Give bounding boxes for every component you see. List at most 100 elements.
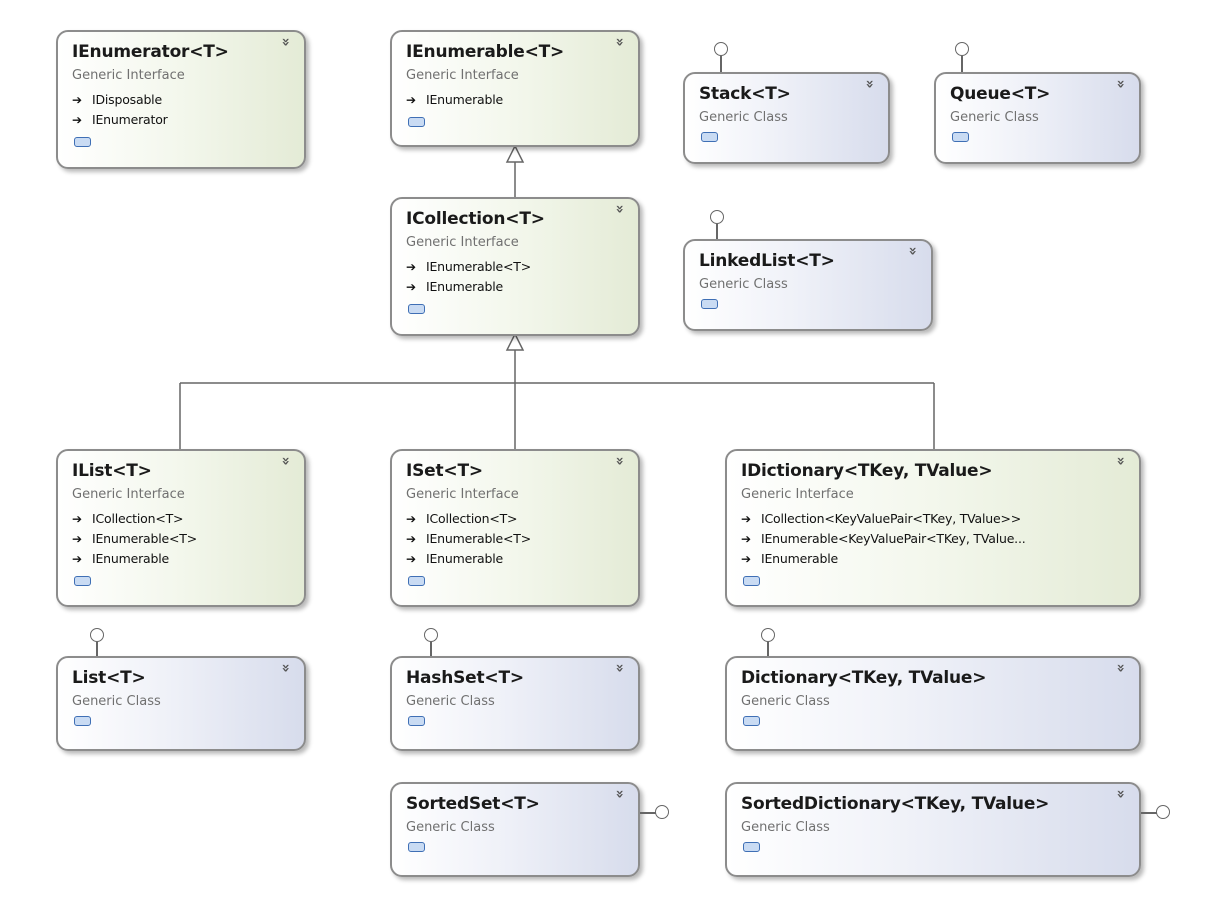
lollipop-stem (961, 56, 963, 72)
chevron-double-down-icon[interactable]: » (1112, 456, 1129, 466)
implements-item: ➔IEnumerable<T> (406, 257, 624, 277)
arrow-right-icon: ➔ (406, 512, 416, 526)
node-kind: Generic Class (741, 694, 830, 709)
members-icon[interactable] (408, 117, 425, 127)
node-iset[interactable]: ISet<T> Generic Interface ➔ICollection<T… (390, 449, 640, 607)
node-idictionary[interactable]: IDictionary<TKey, TValue> Generic Interf… (725, 449, 1141, 607)
node-hashset[interactable]: HashSet<T> Generic Class » (390, 656, 640, 751)
members-icon[interactable] (74, 137, 91, 147)
chevron-double-down-icon[interactable]: » (277, 37, 294, 47)
node-linkedlist[interactable]: LinkedList<T> Generic Class » (683, 239, 933, 331)
node-ienumerator[interactable]: IEnumerator<T> Generic Interface ➔IDispo… (56, 30, 306, 169)
node-kind: Generic Interface (72, 487, 185, 502)
members-icon[interactable] (408, 576, 425, 586)
lollipop-stem (640, 812, 656, 814)
members-icon[interactable] (408, 304, 425, 314)
arrow-right-icon: ➔ (406, 280, 416, 294)
chevron-double-down-icon[interactable]: » (1112, 663, 1129, 673)
implements-item: ➔IDisposable (72, 90, 290, 110)
node-title: Dictionary<TKey, TValue> (741, 668, 987, 688)
node-title: IList<T> (72, 461, 152, 481)
arrow-right-icon: ➔ (72, 512, 82, 526)
lollipop-stem (716, 224, 718, 240)
members-icon[interactable] (74, 576, 91, 586)
inheritance-arrowhead-icollection (505, 332, 525, 351)
chevron-double-down-icon[interactable]: » (861, 79, 878, 89)
chevron-double-down-icon[interactable]: » (1112, 789, 1129, 799)
chevron-double-down-icon[interactable]: » (904, 246, 921, 256)
node-kind: Generic Class (950, 110, 1039, 125)
interface-lollipop-icon (955, 42, 969, 56)
implements-item: ➔IEnumerable (741, 549, 1125, 569)
node-kind: Generic Class (741, 820, 830, 835)
implements-item: ➔IEnumerable (406, 277, 624, 297)
node-sortedset[interactable]: SortedSet<T> Generic Class » (390, 782, 640, 877)
arrow-right-icon: ➔ (72, 552, 82, 566)
node-kind: Generic Class (699, 110, 788, 125)
node-title: List<T> (72, 668, 146, 688)
implements-item: ➔IEnumerable<KeyValuePair<TKey, TValue..… (741, 529, 1125, 549)
node-kind: Generic Interface (741, 487, 854, 502)
node-sorteddictionary[interactable]: SortedDictionary<TKey, TValue> Generic C… (725, 782, 1141, 877)
arrow-right-icon: ➔ (72, 113, 82, 127)
node-title: HashSet<T> (406, 668, 524, 688)
node-list[interactable]: List<T> Generic Class » (56, 656, 306, 751)
members-icon[interactable] (74, 716, 91, 726)
node-title: Stack<T> (699, 84, 791, 104)
lollipop-stem (430, 642, 432, 657)
chevron-double-down-icon[interactable]: » (611, 37, 628, 47)
chevron-double-down-icon[interactable]: » (611, 663, 628, 673)
members-icon[interactable] (952, 132, 969, 142)
inheritance-arrowhead-ienumerable (505, 144, 525, 163)
members-icon[interactable] (408, 716, 425, 726)
arrow-right-icon: ➔ (72, 93, 82, 107)
node-kind: Generic Interface (406, 235, 519, 250)
members-icon[interactable] (743, 716, 760, 726)
arrow-right-icon: ➔ (72, 532, 82, 546)
node-title: SortedDictionary<TKey, TValue> (741, 794, 1050, 814)
members-icon[interactable] (743, 842, 760, 852)
lollipop-stem (96, 642, 98, 657)
node-icollection[interactable]: ICollection<T> Generic Interface ➔IEnume… (390, 197, 640, 336)
node-title: IEnumerable<T> (406, 42, 565, 62)
lollipop-stem (767, 642, 769, 657)
members-icon[interactable] (743, 576, 760, 586)
arrow-right-icon: ➔ (406, 93, 416, 107)
implements-item: ➔IEnumerable (406, 90, 624, 110)
implements-item: ➔IEnumerable<T> (72, 529, 290, 549)
arrow-right-icon: ➔ (741, 532, 751, 546)
interface-lollipop-icon (761, 628, 775, 642)
chevron-double-down-icon[interactable]: » (277, 663, 294, 673)
node-stack[interactable]: Stack<T> Generic Class » (683, 72, 890, 164)
node-title: ISet<T> (406, 461, 483, 481)
chevron-double-down-icon[interactable]: » (611, 456, 628, 466)
node-title: ICollection<T> (406, 209, 545, 229)
node-kind: Generic Interface (406, 487, 519, 502)
node-ilist[interactable]: IList<T> Generic Interface ➔ICollection<… (56, 449, 306, 607)
arrow-right-icon: ➔ (741, 512, 751, 526)
arrow-right-icon: ➔ (741, 552, 751, 566)
node-dictionary[interactable]: Dictionary<TKey, TValue> Generic Class » (725, 656, 1141, 751)
node-kind: Generic Class (406, 694, 495, 709)
members-icon[interactable] (701, 299, 718, 309)
members-icon[interactable] (701, 132, 718, 142)
node-queue[interactable]: Queue<T> Generic Class » (934, 72, 1141, 164)
chevron-double-down-icon[interactable]: » (611, 204, 628, 214)
chevron-double-down-icon[interactable]: » (277, 456, 294, 466)
implements-item: ➔IEnumerable (406, 549, 624, 569)
node-kind: Generic Interface (406, 68, 519, 83)
chevron-double-down-icon[interactable]: » (1112, 79, 1129, 89)
members-icon[interactable] (408, 842, 425, 852)
implements-item: ➔IEnumerable<T> (406, 529, 624, 549)
implements-item: ➔ICollection<KeyValuePair<TKey, TValue>> (741, 509, 1125, 529)
chevron-double-down-icon[interactable]: » (611, 789, 628, 799)
node-kind: Generic Class (72, 694, 161, 709)
interface-lollipop-icon (424, 628, 438, 642)
node-title: LinkedList<T> (699, 251, 835, 271)
node-ienumerable[interactable]: IEnumerable<T> Generic Interface ➔IEnume… (390, 30, 640, 147)
node-kind: Generic Class (406, 820, 495, 835)
node-title: IDictionary<TKey, TValue> (741, 461, 993, 481)
node-kind: Generic Class (699, 277, 788, 292)
node-title: IEnumerator<T> (72, 42, 229, 62)
